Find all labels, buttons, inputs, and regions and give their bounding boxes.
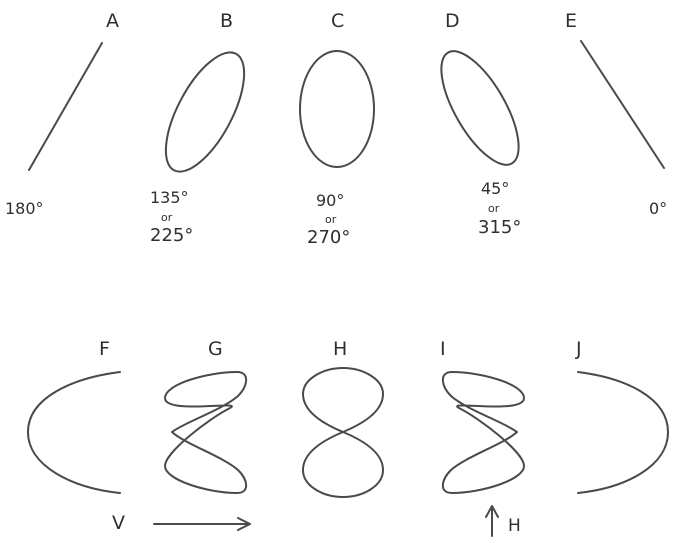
- figure-a: A 180°: [5, 10, 119, 218]
- figure-b-ellipse: [164, 51, 246, 173]
- figure-g-curve: [164, 371, 248, 494]
- figure-j: J: [575, 338, 669, 494]
- figure-b-angle-1: 135°: [150, 188, 189, 207]
- figure-c-or: or: [325, 213, 337, 226]
- figure-d: D 45° or 315°: [440, 10, 521, 238]
- figure-a-line: [28, 42, 103, 171]
- figure-b: B 135° or 225°: [150, 10, 246, 246]
- figure-b-letter: B: [220, 10, 233, 32]
- figure-i: I: [440, 338, 525, 494]
- figure-c-angle-1: 90°: [316, 191, 344, 210]
- vertical-axis-indicator: V: [112, 512, 251, 534]
- figure-a-letter: A: [106, 10, 119, 32]
- figure-c-angle-2: 270°: [307, 227, 350, 248]
- figure-c-letter: C: [331, 10, 344, 32]
- figure-d-angle-1: 45°: [481, 179, 509, 198]
- figure-f-letter: F: [99, 338, 110, 360]
- figure-b-angle-2: 225°: [150, 225, 193, 246]
- figure-g: G: [164, 338, 248, 494]
- horizontal-axis-indicator: H: [485, 505, 521, 537]
- figure-d-angle-2: 315°: [478, 217, 521, 238]
- figure-f-curve: [27, 371, 121, 494]
- figure-d-ellipse: [440, 50, 520, 166]
- figure-d-letter: D: [445, 10, 460, 32]
- figure-e-line: [580, 40, 665, 169]
- right-arrow-icon: [237, 517, 251, 531]
- figure-e-letter: E: [565, 10, 577, 32]
- figure-h-curve: [302, 367, 384, 498]
- horizontal-axis-label: H: [508, 516, 521, 536]
- figure-i-curve: [441, 371, 525, 494]
- figure-f: F: [27, 338, 121, 494]
- figure-h: H: [302, 338, 384, 498]
- figure-b-or: or: [161, 211, 173, 224]
- figure-g-letter: G: [208, 338, 223, 360]
- figure-i-letter: I: [440, 338, 446, 360]
- figure-h-letter: H: [333, 338, 347, 360]
- vertical-axis-label: V: [112, 512, 125, 534]
- figure-c-ellipse: [299, 50, 375, 168]
- figure-e: E 0°: [565, 10, 667, 218]
- up-arrow-icon: [485, 505, 499, 518]
- figure-c: C 90° or 270°: [299, 10, 375, 248]
- figure-j-curve: [577, 371, 669, 494]
- figure-a-angle: 180°: [5, 199, 44, 218]
- figure-j-letter: J: [575, 338, 582, 360]
- figure-d-or: or: [488, 202, 500, 215]
- figure-e-angle: 0°: [649, 199, 667, 218]
